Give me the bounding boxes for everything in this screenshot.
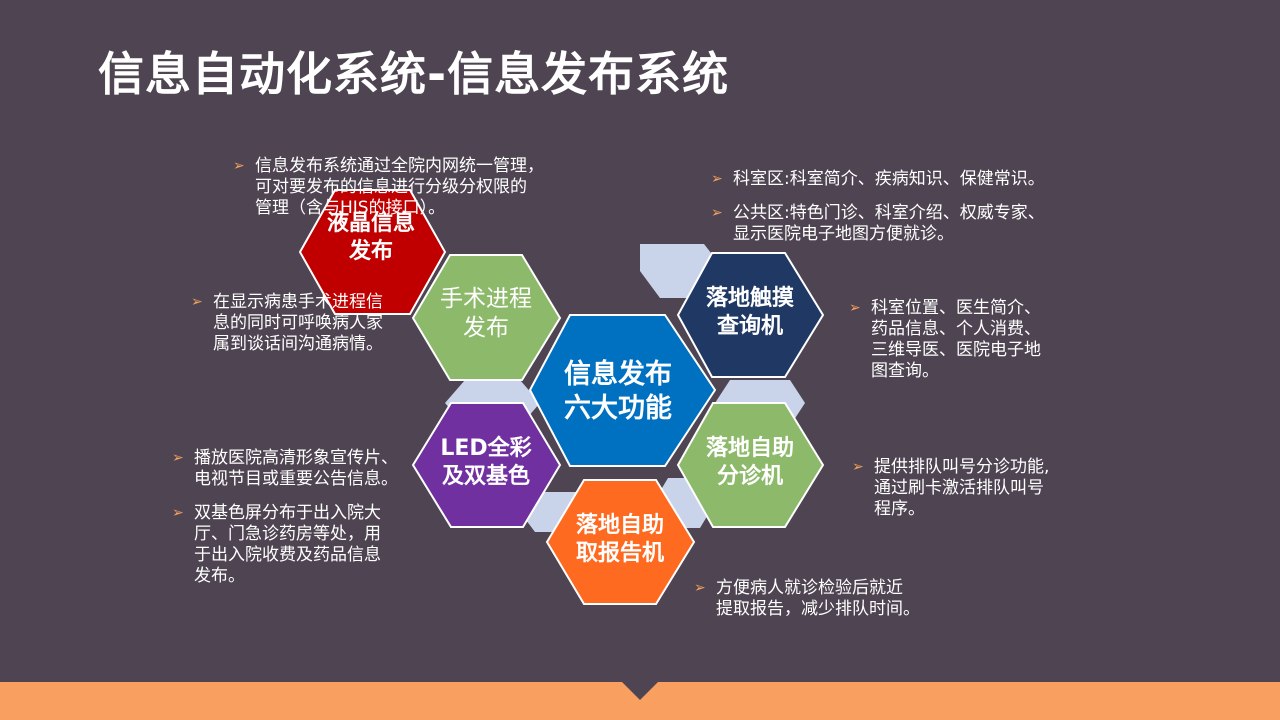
note-led-a: ➢ 播放医院高清形象宣传片、 电视节目或重要公告信息。 xyxy=(172,448,424,490)
hexagon-kiosk xyxy=(676,252,825,378)
label-line: 发布 xyxy=(348,238,393,264)
bullet-arrow-icon: ➢ xyxy=(694,580,706,596)
note-lcd: ➢ 信息发布系统通过全院内网统一管理， 可对要发布的信息进行分级分权限的 管理（… xyxy=(233,156,585,219)
hexagon-center xyxy=(528,314,717,467)
bullet-arrow-icon: ➢ xyxy=(852,459,864,475)
label-line: 发布 xyxy=(463,314,509,341)
label-line: 液晶信息 xyxy=(326,211,415,236)
note-line: 厅、门急诊药房等处，用 xyxy=(194,524,381,544)
note-line: 发布。 xyxy=(194,566,245,586)
hexagon-lcd xyxy=(298,189,447,315)
label-line: 信息发布 xyxy=(564,359,672,390)
note-line: 科室位置、医生简介、 xyxy=(871,298,1041,318)
note-kiosk-c: ➢ 科室位置、医生简介、 药品信息、个人消费、 三维导医、医院电子地 图查询。 xyxy=(849,298,1081,382)
note-line: 电视节目或重要公告信息。 xyxy=(194,469,398,489)
label-line: 及双基色 xyxy=(441,463,530,489)
hexagon-led xyxy=(411,402,562,528)
note-line: 播放医院高清形象宣传片、 xyxy=(194,448,398,468)
label-line: 手术进程 xyxy=(440,286,532,312)
note-line: 程序。 xyxy=(874,499,925,519)
note-line: 可对要发布的信息进行分级分权限的 xyxy=(255,177,527,197)
note-line: 管理（含与HIS的接口）。 xyxy=(255,198,446,218)
hexagon-kiosk-label: 落地触摸 查询机 xyxy=(675,285,825,340)
note-line: 属到谈话间沟通病情。 xyxy=(213,334,383,354)
note-triage: ➢ 提供排队叫号分诊功能, 通过刷卡激活排队叫号 程序。 xyxy=(852,457,1094,520)
note-line: 提取报告，减少排队时间。 xyxy=(716,599,920,619)
bullet-arrow-icon: ➢ xyxy=(191,294,203,310)
note-line: 通过刷卡激活排队叫号 xyxy=(874,478,1044,498)
note-line: 公共区:特色门诊、科室介绍、权威专家、 xyxy=(733,203,1045,223)
note-line: 药品信息、个人消费、 xyxy=(871,319,1041,339)
bullet-arrow-icon: ➢ xyxy=(711,171,723,187)
hexagon-triage-label: 落地自助 分诊机 xyxy=(675,435,825,490)
page-title: 信息自动化系统-信息发布系统 xyxy=(98,47,730,101)
note-line: 显示医院电子地图方便就诊。 xyxy=(733,224,954,244)
label-line: LED全彩 xyxy=(440,436,532,461)
label-line: 落地触摸 xyxy=(705,286,794,311)
label-line: 六大功能 xyxy=(564,392,672,424)
hexagon-triage xyxy=(676,402,825,528)
hexagon-report-label: 落地自助 取报告机 xyxy=(545,512,695,567)
note-report: ➢ 方便病人就诊检验后就近 提取报告，减少排队时间。 xyxy=(694,578,966,620)
label-line: 落地自助 xyxy=(705,436,794,461)
bullet-arrow-icon: ➢ xyxy=(849,300,861,316)
note-kiosk-b: ➢ 公共区:特色门诊、科室介绍、权威专家、 显示医院电子地图方便就诊。 xyxy=(711,203,1093,245)
bullet-arrow-icon: ➢ xyxy=(172,450,184,466)
bottom-notch xyxy=(622,682,658,700)
label-line: 落地自助 xyxy=(575,513,664,538)
note-line: 三维导医、医院电子地 xyxy=(871,340,1041,360)
note-line: 提供排队叫号分诊功能, xyxy=(874,457,1050,477)
hexagon-report xyxy=(545,479,696,605)
label-line: 分诊机 xyxy=(716,463,783,489)
note-led-b: ➢ 双基色屏分布于出入院大 厅、门急诊药房等处，用 于出入院收费及药品信息 发布… xyxy=(172,503,414,587)
note-line: 双基色屏分布于出入院大 xyxy=(194,503,381,523)
note-line: 方便病人就诊检验后就近 xyxy=(716,578,903,598)
bullet-arrow-icon: ➢ xyxy=(711,205,723,221)
note-kiosk-a: ➢ 科室区:科室简介、疾病知识、保健常识。 xyxy=(711,169,1093,190)
bullet-arrow-icon: ➢ xyxy=(172,505,184,521)
hexagon-led-label: LED全彩 及双基色 xyxy=(411,435,561,490)
note-line: 息的同时可呼唤病人家 xyxy=(213,313,383,333)
bullet-arrow-icon: ➢ xyxy=(233,158,245,174)
hexagon-lcd-label: 液晶信息 发布 xyxy=(296,210,446,265)
hexagon-center-label: 信息发布 六大功能 xyxy=(543,358,693,426)
note-line: 在显示病患手术进程信 xyxy=(213,292,383,312)
note-line: 图查询。 xyxy=(871,361,939,381)
note-line: 科室区:科室简介、疾病知识、保健常识。 xyxy=(733,169,1045,189)
note-line: 信息发布系统通过全院内网统一管理， xyxy=(255,156,544,176)
hexagon-surgery xyxy=(411,254,562,381)
note-line: 于出入院收费及药品信息 xyxy=(194,545,381,565)
label-line: 查询机 xyxy=(716,313,783,339)
label-line: 取报告机 xyxy=(575,540,664,566)
note-surgery: ➢ 在显示病患手术进程信 息的同时可呼唤病人家 属到谈话间沟通病情。 xyxy=(191,292,413,355)
hexagon-surgery-label: 手术进程 发布 xyxy=(411,285,561,343)
